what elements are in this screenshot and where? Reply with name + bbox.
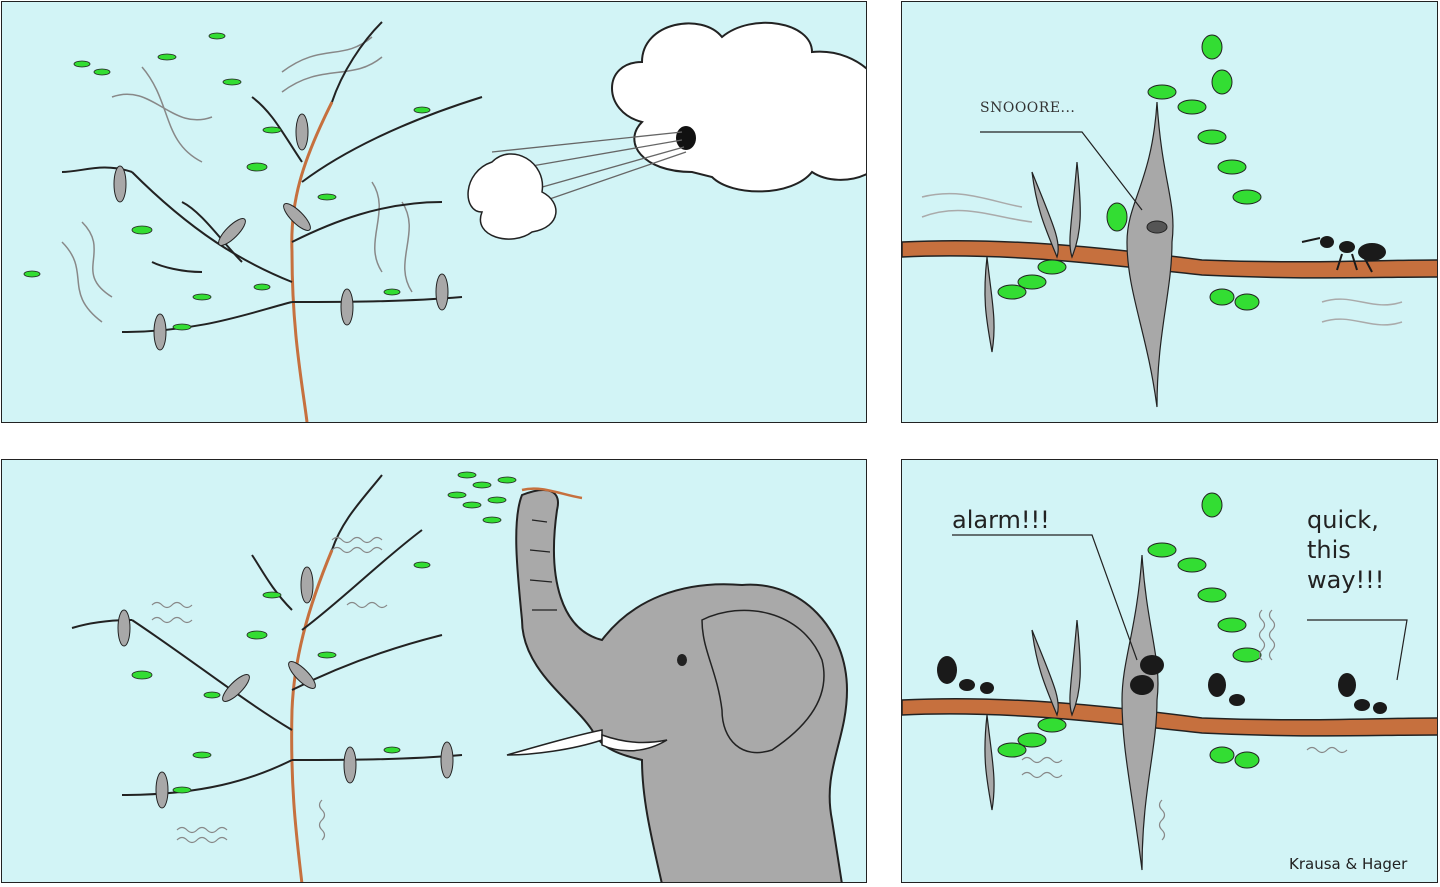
thorn-icon <box>984 101 1174 408</box>
wind-lines <box>61 36 413 323</box>
cloud-icon <box>467 21 866 240</box>
acacia-tree-icon <box>23 21 483 422</box>
comic-panel-alarm: alarm!!! quick, this way!!! Krausa & Hag… <box>901 459 1438 883</box>
leaf-icon <box>23 32 431 331</box>
thorn-icon <box>984 554 1159 871</box>
ant-icon <box>1301 236 1386 273</box>
acacia-tree-icon <box>71 474 463 882</box>
comic-panel-elephant <box>1 459 867 883</box>
thorn-icon <box>117 566 454 809</box>
comic-panel-snore: SNOOORE... <box>901 1 1438 423</box>
leaf-icon <box>447 471 517 524</box>
credit-text: Krausa & Hager <box>1289 855 1408 873</box>
thorn-icon <box>113 113 449 351</box>
elephant-scene <box>71 471 849 882</box>
ant-icon <box>937 655 1387 714</box>
comic-panel-wind <box>1 1 867 423</box>
leaf-icon <box>131 561 431 794</box>
snore-caption: SNOOORE... <box>980 100 1076 116</box>
snore-scene <box>902 34 1437 408</box>
alarm-scene <box>902 492 1437 871</box>
alarm-caption: alarm!!! <box>952 506 1050 534</box>
leaf-icon <box>997 34 1262 311</box>
quick-caption: quick, this way!!! <box>1307 506 1385 594</box>
wind-scene <box>23 21 866 422</box>
leaf-icon <box>997 492 1262 769</box>
elephant-icon <box>447 471 849 882</box>
